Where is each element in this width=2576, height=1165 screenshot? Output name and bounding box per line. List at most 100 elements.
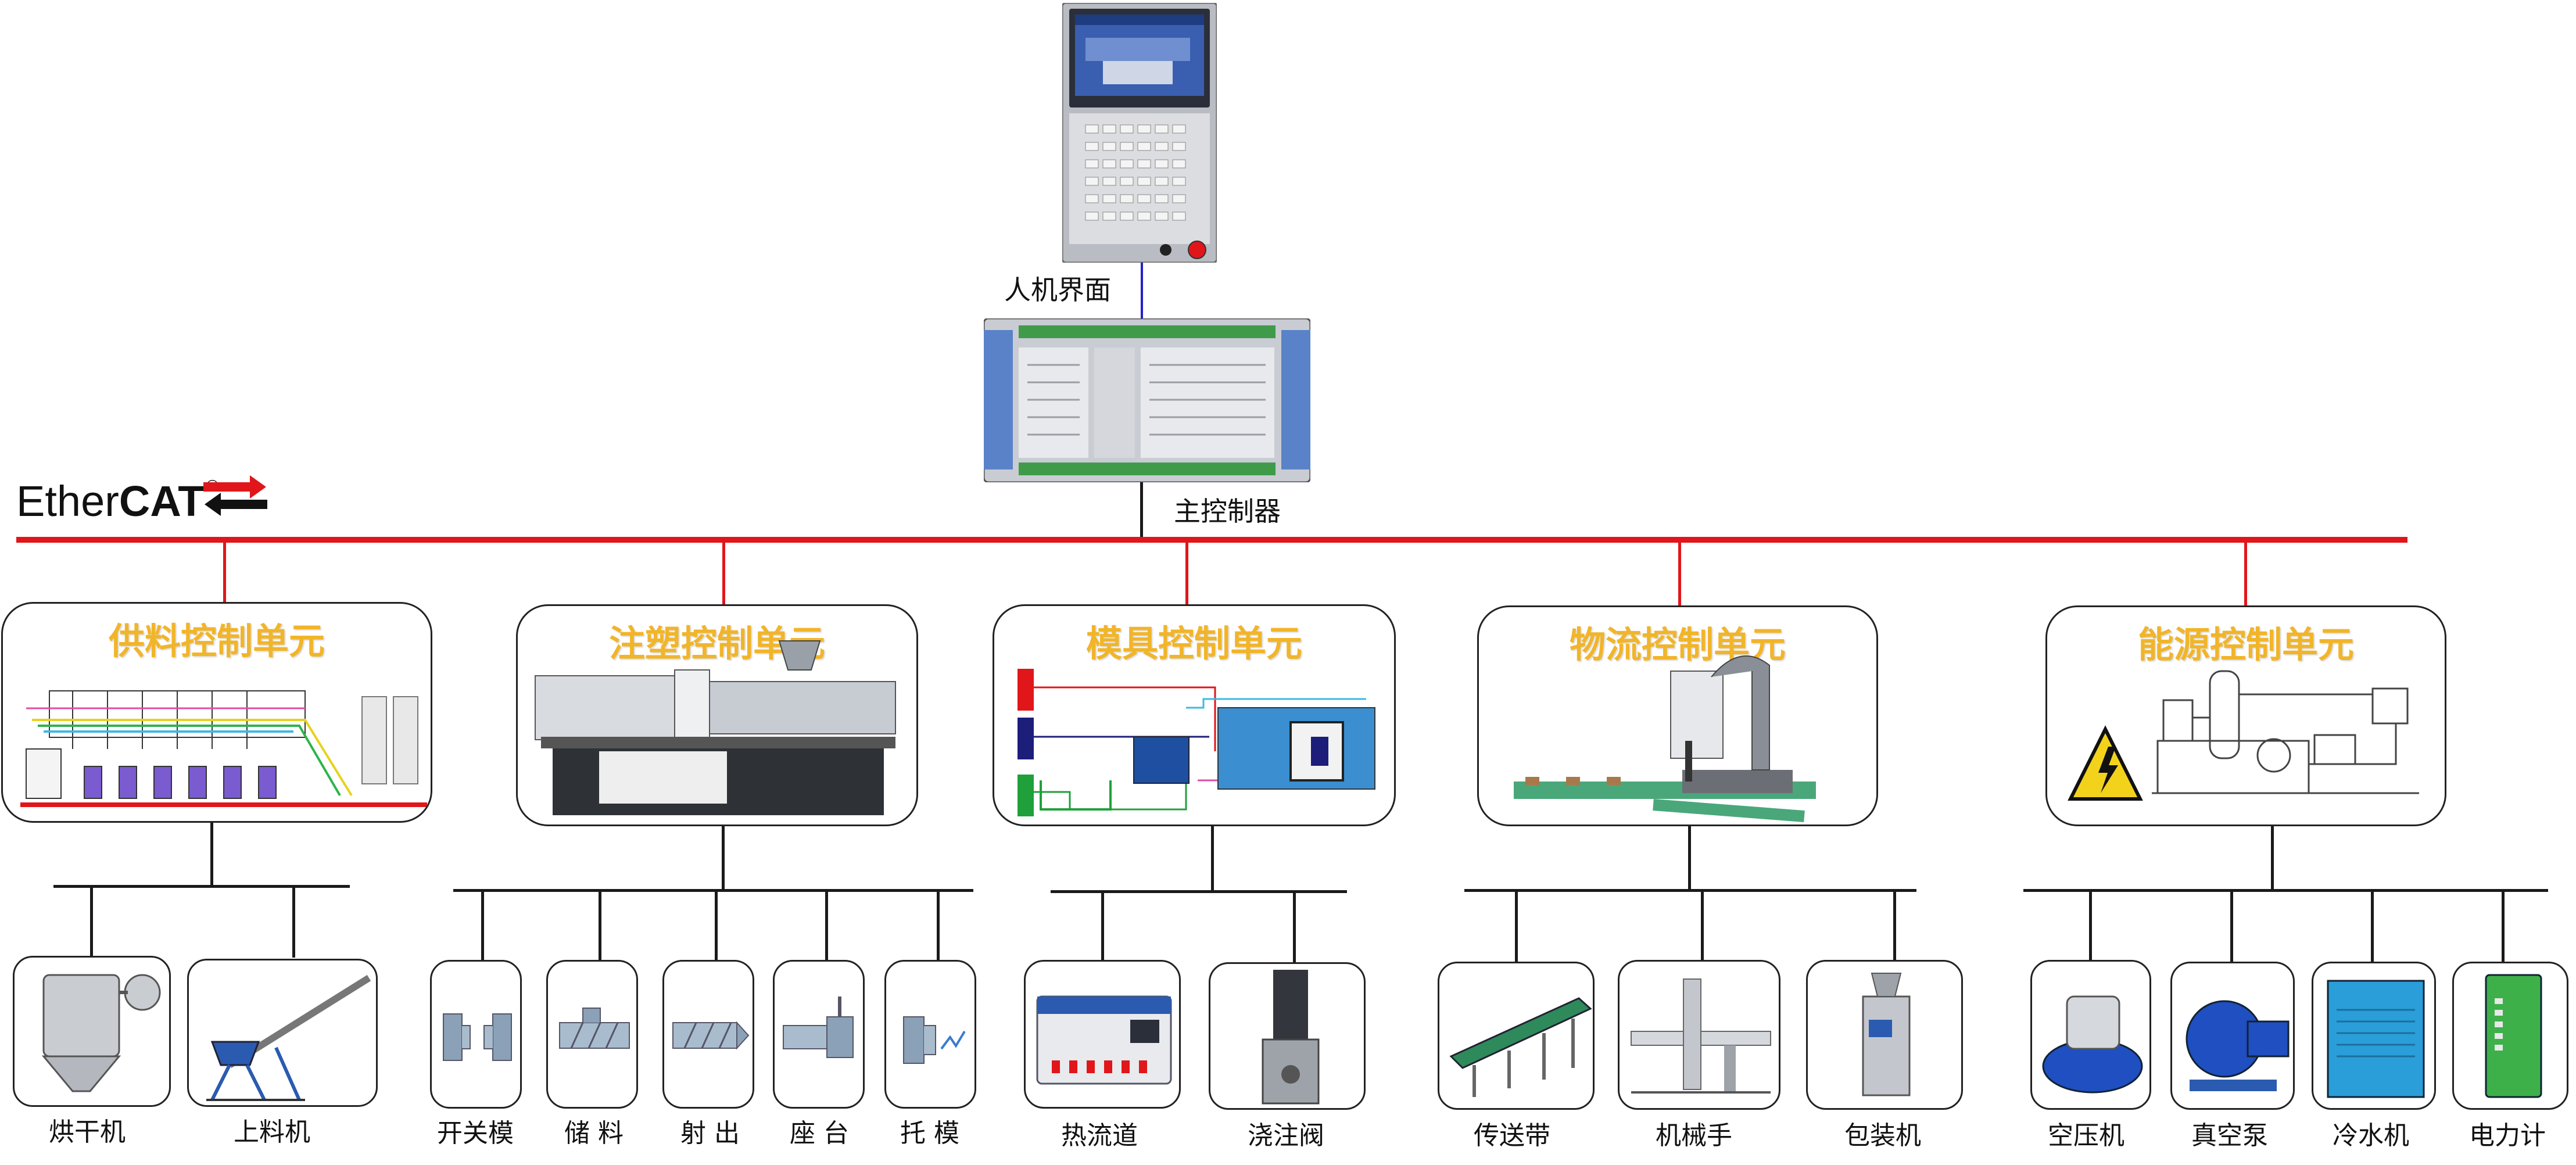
device-vacuum-pump[interactable] bbox=[2170, 962, 2295, 1110]
ejector-icon bbox=[903, 1016, 966, 1064]
chiller-icon bbox=[2327, 980, 2425, 1098]
tree-drop bbox=[1101, 890, 1104, 963]
tree-drop bbox=[2089, 889, 2092, 962]
unit-logistics[interactable]: 物流控制单元 bbox=[1477, 605, 1878, 826]
hot-runner-icon bbox=[1036, 995, 1172, 1085]
tree-bar-1 bbox=[53, 885, 350, 888]
device-power-meter[interactable] bbox=[2452, 962, 2568, 1110]
device-air-compressor[interactable] bbox=[2030, 960, 2151, 1110]
feeding-diagram bbox=[20, 690, 427, 807]
controller-label: 主控制器 bbox=[1174, 496, 1281, 527]
device-injection[interactable] bbox=[662, 960, 754, 1109]
robot-arm-icon bbox=[1631, 978, 1771, 1094]
energy-diagram bbox=[2068, 670, 2419, 801]
device-packaging[interactable] bbox=[1806, 960, 1963, 1110]
device-robot-arm[interactable] bbox=[1618, 960, 1780, 1110]
device-label: 电力计 bbox=[2469, 1121, 2546, 1150]
device-ejector[interactable] bbox=[884, 960, 976, 1109]
packaging-icon bbox=[1862, 973, 1911, 1096]
tree-bar-3 bbox=[1051, 890, 1347, 893]
tree-drop bbox=[1515, 889, 1518, 962]
tree-stem-4 bbox=[1688, 826, 1691, 892]
bus-drop-5 bbox=[2244, 542, 2247, 607]
robot-arm-image bbox=[1514, 655, 1816, 822]
device-label: 热流道 bbox=[1061, 1121, 1138, 1150]
tree-stem-5 bbox=[2271, 826, 2274, 892]
device-carriage[interactable] bbox=[773, 960, 865, 1109]
mold-diagram bbox=[1017, 669, 1375, 816]
unit-energy[interactable]: 能源控制单元 bbox=[2045, 605, 2446, 826]
device-loader[interactable] bbox=[187, 959, 378, 1107]
device-label: 机械手 bbox=[1656, 1121, 1732, 1150]
device-label: 上料机 bbox=[234, 1117, 310, 1147]
tree-drop bbox=[599, 889, 601, 962]
injection-machine-image bbox=[535, 640, 896, 815]
unit-mold[interactable]: 模具控制单元 bbox=[993, 604, 1396, 826]
device-label: 空压机 bbox=[2048, 1121, 2124, 1150]
device-label: 储 料 bbox=[564, 1119, 624, 1148]
device-label: 射 出 bbox=[680, 1119, 740, 1148]
tree-bar-4 bbox=[1464, 889, 1916, 892]
unit-title: 供料控制单元 bbox=[108, 620, 325, 662]
device-dryer[interactable] bbox=[13, 956, 171, 1107]
tree-bar-2 bbox=[453, 889, 973, 892]
hmi-link bbox=[1141, 263, 1143, 320]
power-meter-icon bbox=[2485, 974, 2542, 1098]
storage-icon bbox=[559, 1008, 630, 1049]
device-label: 传送带 bbox=[1474, 1121, 1550, 1150]
unit-title: 能源控制单元 bbox=[2137, 623, 2354, 666]
tree-drop bbox=[1293, 890, 1296, 963]
device-label: 开关模 bbox=[437, 1119, 514, 1148]
tree-stem-1 bbox=[210, 823, 213, 888]
tree-drop bbox=[2502, 889, 2505, 962]
loader-icon bbox=[206, 974, 371, 1101]
bus-drop-4 bbox=[1678, 542, 1681, 607]
ethercat-logo: EtherCAT® bbox=[16, 476, 221, 525]
device-label: 浇注阀 bbox=[1248, 1121, 1324, 1150]
device-hot-runner[interactable] bbox=[1024, 960, 1181, 1109]
tree-drop bbox=[1701, 889, 1704, 962]
tree-drop bbox=[2230, 889, 2233, 962]
unit-injection[interactable]: 注塑控制单元 bbox=[516, 604, 918, 826]
device-label: 烘干机 bbox=[49, 1117, 126, 1147]
unit-title: 模具控制单元 bbox=[1085, 622, 1302, 665]
device-label: 包装机 bbox=[1844, 1121, 1921, 1150]
device-label: 真空泵 bbox=[2191, 1121, 2268, 1150]
bus-drop-3 bbox=[1185, 542, 1188, 607]
tree-drop bbox=[1893, 889, 1896, 962]
tree-drop bbox=[715, 889, 718, 962]
device-mold-open-close[interactable] bbox=[430, 960, 522, 1109]
mold-open-close-icon bbox=[443, 1013, 512, 1061]
valve-gate-icon bbox=[1262, 970, 1320, 1105]
device-label: 托 模 bbox=[900, 1119, 959, 1148]
device-label: 冷水机 bbox=[2333, 1121, 2409, 1150]
device-label: 座 台 bbox=[790, 1119, 849, 1148]
bus-drop-1 bbox=[223, 542, 226, 604]
bus-drop-2 bbox=[722, 542, 725, 607]
tree-bar-5 bbox=[2023, 889, 2548, 892]
tree-stem-2 bbox=[722, 826, 725, 892]
tree-drop bbox=[481, 889, 484, 962]
main-controller bbox=[984, 318, 1310, 482]
device-storage[interactable] bbox=[546, 960, 638, 1109]
tree-drop bbox=[825, 889, 828, 962]
hmi-panel bbox=[1062, 3, 1217, 263]
dryer-icon bbox=[41, 974, 161, 1092]
unit-feeding[interactable]: 供料控制单元 bbox=[1, 602, 432, 823]
tree-drop bbox=[937, 889, 940, 962]
device-chiller[interactable] bbox=[2312, 962, 2436, 1110]
tree-drop bbox=[90, 885, 93, 958]
air-compressor-icon bbox=[2042, 995, 2143, 1094]
device-conveyor[interactable] bbox=[1438, 962, 1595, 1110]
device-valve-gate[interactable] bbox=[1209, 962, 1366, 1110]
tree-drop bbox=[2371, 889, 2374, 962]
injection-icon bbox=[672, 1021, 750, 1050]
ethercat-bus-line bbox=[16, 537, 2407, 543]
conveyor-icon bbox=[1449, 997, 1592, 1097]
carriage-icon bbox=[783, 996, 854, 1058]
controller-bus-link bbox=[1140, 482, 1143, 540]
tree-drop bbox=[292, 885, 295, 958]
vacuum-pump-icon bbox=[2186, 1000, 2290, 1091]
tree-stem-3 bbox=[1211, 826, 1214, 893]
hmi-label: 人机界面 bbox=[1004, 274, 1111, 306]
